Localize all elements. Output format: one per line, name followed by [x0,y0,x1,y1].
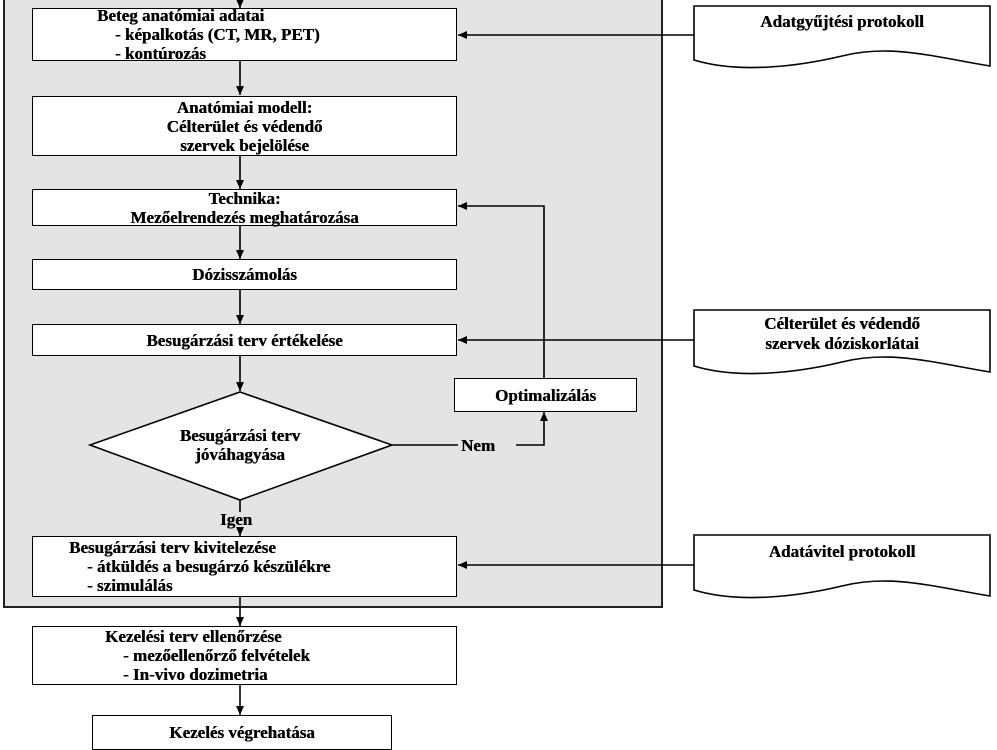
anatomical-model-box: Anatómiai modell: Célterület és védendő … [32,96,457,156]
plan-execution-title: Besugárzási terv kivitelezése [69,538,276,557]
anatomical-model-line: Célterület és védendő [166,116,323,136]
dose-calculation-box: Dózisszámolás [32,259,457,290]
document-shape-dose-limits [693,309,991,375]
plan-evaluation-box: Besugárzási terv értékelése [32,324,457,356]
optimization-box: Optimalizálás [454,378,637,412]
arrow-nem-optimization [516,412,548,446]
arrow-optimization-technique [458,202,545,378]
plan-check-item: - In-vivo dozimetria [123,665,268,684]
dose-calculation-label: Dózisszámolás [192,265,297,284]
technique-box: Technika: Mezőelrendezés meghatározása [32,188,457,227]
dose-limits-doc: Célterület és védendő szervek dóziskorlá… [694,314,990,354]
dose-limits-line: Célterület és védendő [764,314,920,333]
decision-no-label: Nem [461,436,495,455]
document-shape-data-collection [693,5,991,69]
technique-line: Technika: [208,188,281,208]
plan-execution-box: Besugárzási terv kivitelezése - átküldés… [32,536,457,597]
anatomical-model-line: Anatómiai modell: [176,97,313,117]
decision-yes-label: Igen [220,510,253,529]
optimization-label: Optimalizálás [494,385,597,405]
anatomy-data-box: Beteg anatómiai adatai - képalkotás (CT,… [32,6,457,63]
anatomy-data-title: Beteg anatómiai adatai [97,6,265,25]
approval-decision-label: Besugárzási terv jóváhagyása [140,426,340,464]
plan-check-box: Kezelési terv ellenőrzése - mezőellenőrz… [32,626,457,685]
technique-line: Mezőelrendezés meghatározása [130,207,359,227]
data-transfer-protocol-doc: Adatávitel protokoll [694,542,990,562]
anatomical-model-line: szervek bejelölése [180,135,309,155]
dose-limits-line: szervek dóziskorlátai [765,334,919,353]
plan-check-item: - mezőellenőrző felvételek [123,646,310,665]
anatomy-data-item: - kontúrozás [115,44,206,63]
plan-execution-item: - átküldés a besugárzó készülékre [87,557,331,576]
data-collection-protocol-doc: Adatgyűjtési protokoll [694,12,990,32]
decision-diamond [87,391,395,501]
approval-decision-line: jóváhagyása [195,445,285,464]
treatment-label: Kezelés végrehatása [169,723,315,742]
anatomy-data-item: - képalkotás (CT, MR, PET) [115,25,320,44]
treatment-box: Kezelés végrehatása [92,715,392,750]
plan-check-title: Kezelési terv ellenőrzése [105,627,282,646]
plan-evaluation-label: Besugárzási terv értékelése [146,330,343,350]
approval-decision-line: Besugárzási terv [179,426,301,445]
document-shape-data-transfer [693,534,991,599]
data-collection-protocol-line: Adatgyűjtési protokoll [760,12,924,31]
data-transfer-protocol-line: Adatávitel protokoll [768,542,916,561]
plan-execution-item: - szimulálás [87,576,173,595]
